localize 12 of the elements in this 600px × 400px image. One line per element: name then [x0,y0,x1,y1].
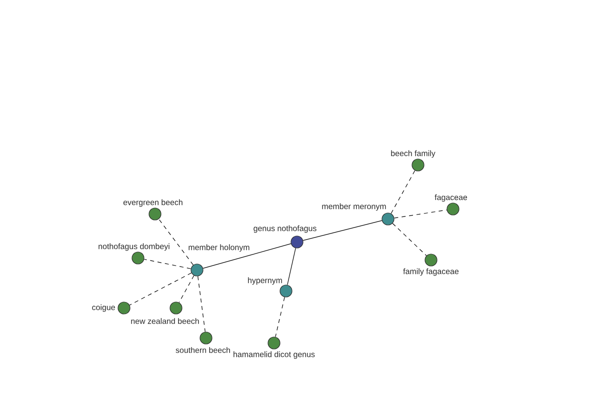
connector-line [287,248,296,286]
connector-line [275,296,285,338]
connector-line [202,243,292,269]
connector-line [198,276,206,332]
connector-line [129,272,192,306]
connector-line [158,218,194,266]
connector-line [390,170,416,214]
connector-line [392,223,427,256]
connector-line [178,275,194,303]
connector-line [144,258,192,270]
connector-line [394,210,448,218]
connector-line [302,220,382,241]
